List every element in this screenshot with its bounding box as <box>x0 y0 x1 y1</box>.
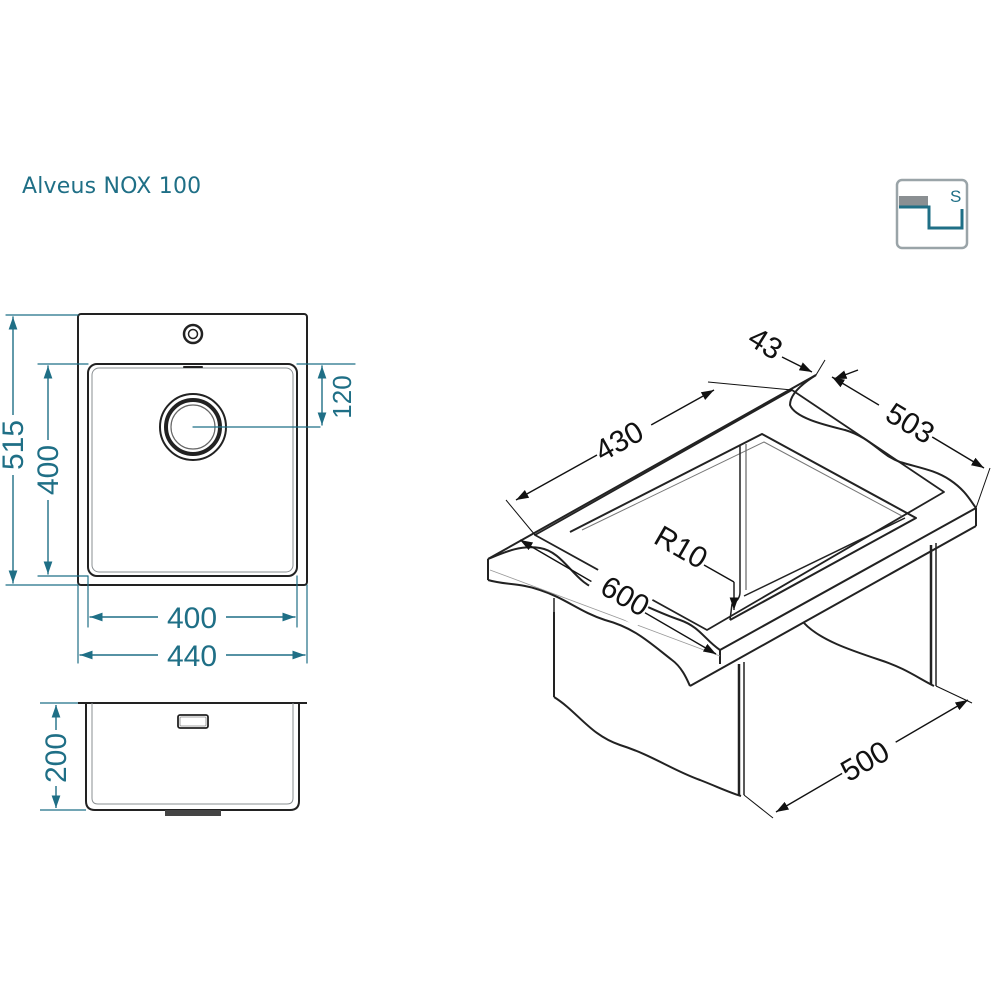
undermount-installation-icon: S <box>895 178 969 250</box>
front-view <box>40 702 307 816</box>
dim-bowl-width: 400 <box>167 602 217 635</box>
dim-iso-corner-radius: R10 <box>649 520 713 576</box>
dim-iso-edge-gap: 43 <box>742 321 788 367</box>
drawing-title: Alveus NOX 100 <box>22 174 202 199</box>
dim-overall-width: 440 <box>167 640 217 673</box>
dim-bowl-height: 200 <box>40 733 73 783</box>
dim-bowl-depth: 400 <box>32 445 65 495</box>
installation-letter: S <box>950 187 961 206</box>
dim-drain-offset: 120 <box>327 375 357 418</box>
dim-overall-depth: 515 <box>0 420 30 470</box>
top-view <box>5 313 356 664</box>
